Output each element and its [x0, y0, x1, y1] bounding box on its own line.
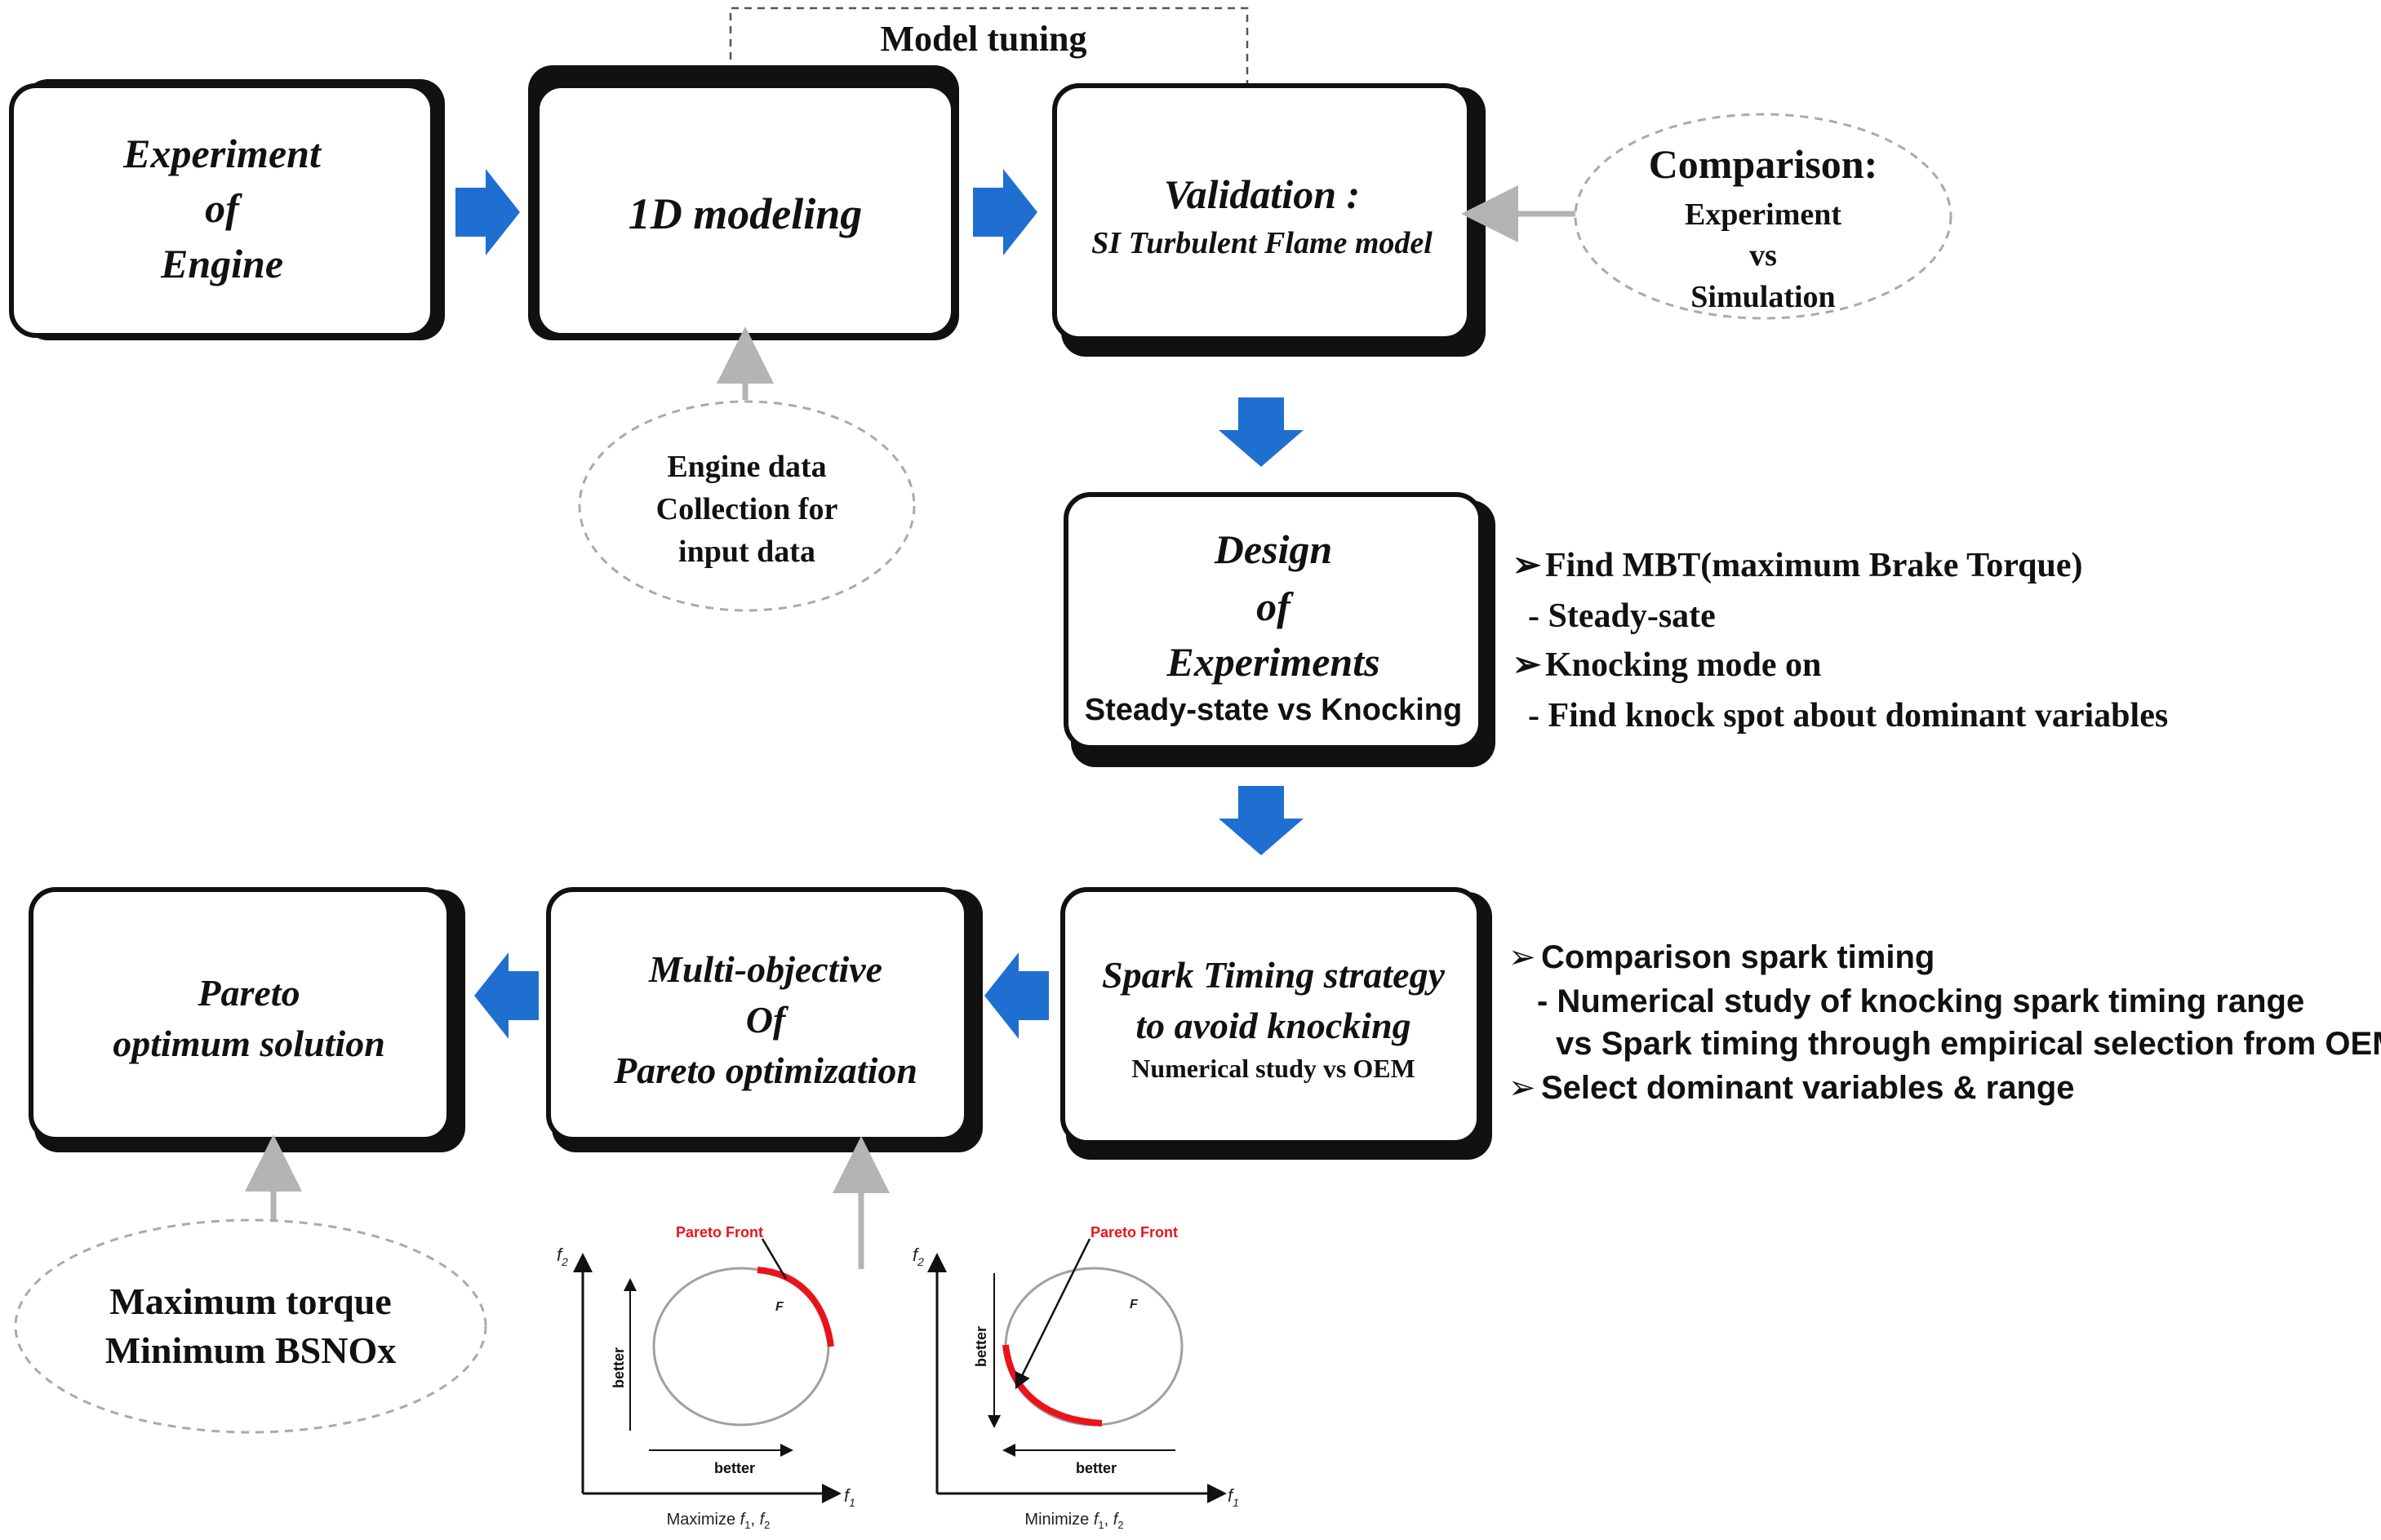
spark-note-4-text: Select dominant variables & range [1541, 1070, 2075, 1106]
experiment-line-1: Experiment [122, 131, 322, 176]
design-note-4-text: - Find knock spot about dominant variabl… [1528, 697, 2168, 734]
plot1-y-axis-label: f2 [557, 1245, 568, 1268]
plot2-point-label: F [1130, 1298, 1139, 1311]
arrow-right-1 [455, 169, 520, 255]
engine-data-line-2: Collection for [656, 492, 838, 526]
flow-arrows [455, 169, 1304, 1039]
design-line-1: Design [1214, 526, 1332, 572]
plot1-x-better: better [714, 1460, 755, 1476]
model-tuning-label: Model tuning [880, 19, 1086, 59]
comparison-line-3: Simulation [1690, 280, 1835, 314]
comparison-line-1: Experiment [1685, 197, 1841, 232]
experiment-of-engine-box: Experiment of Engine [9, 79, 445, 340]
design-line-3: Experiments [1166, 639, 1379, 685]
comparison-oval: Comparison: Experiment vs Simulation [1574, 113, 1952, 320]
validation-subtitle: SI Turbulent Flame model [1091, 226, 1433, 260]
multi-line-1: Multi-objective [648, 948, 882, 990]
arrow-right-2 [973, 169, 1037, 255]
feed-arrows [245, 185, 1575, 1269]
plot2-x-better: better [1076, 1460, 1117, 1476]
1d-modeling-label: 1D modeling [629, 189, 863, 238]
design-of-experiments-box: Design of Experiments Steady-state vs Kn… [1064, 492, 1495, 767]
design-note-1-bullet: ➢ [1513, 547, 1542, 584]
design-note-3-text: Knocking mode on [1545, 646, 1821, 684]
spark-note-3-text: vs Spark timing through empirical select… [1556, 1026, 2381, 1062]
1d-modeling-box: 1D modeling [528, 65, 959, 340]
spark-line-1: Spark Timing strategy [1102, 954, 1446, 996]
multi-line-2: Of [746, 999, 789, 1041]
plot2-pareto-front-pointer [1015, 1238, 1091, 1390]
spark-note-1-text: Comparison spark timing [1541, 939, 1935, 975]
design-subtitle: Steady-state vs Knocking [1085, 693, 1462, 727]
multi-line-3: Pareto optimization [613, 1050, 917, 1091]
pareto-solution-box: Pareto optimum solution [29, 887, 465, 1152]
pareto-line-1: Pareto [197, 972, 300, 1014]
plot1-point-label: F [775, 1300, 784, 1314]
objectives-line-2: Minimum BSNOx [105, 1329, 397, 1371]
plot2-x-axis-label: f1 [1228, 1485, 1239, 1509]
plot2-caption: Minimize f1, f2 [1024, 1511, 1123, 1531]
plot1-x-axis-label: f1 [844, 1485, 855, 1509]
spark-line-2: to avoid knocking [1135, 1005, 1410, 1046]
plot1-pareto-front-label: Pareto Front [676, 1224, 763, 1240]
plot2-pareto-front-curve [1002, 1344, 1103, 1427]
validation-box: Validation : SI Turbulent Flame model [1052, 83, 1486, 357]
plot1-pareto-front-pointer [761, 1238, 788, 1280]
design-notes: ➢ Find MBT(maximum Brake Torque) - Stead… [1513, 547, 2168, 734]
arrow-left-1 [984, 952, 1049, 1039]
pareto-line-2: optimum solution [113, 1023, 385, 1064]
pareto-plot-minimize: f2 f1 better better Pareto Front F Minim… [913, 1224, 1239, 1531]
design-note-3-bullet: ➢ [1513, 646, 1542, 684]
engine-data-oval: Engine data Collection for input data [578, 400, 916, 612]
spark-note-4-bullet: ➢ [1508, 1070, 1536, 1106]
arrow-down-2 [1219, 786, 1304, 855]
design-note-2-text: - Steady-sate [1528, 597, 1716, 635]
pareto-plot-maximize: f2 f1 better better Pareto Front F Maxim… [557, 1224, 855, 1531]
experiment-line-2: of [205, 185, 242, 231]
model-tuning-loop: Model tuning [722, 7, 1249, 87]
validation-title: Validation : [1164, 171, 1360, 217]
engine-data-line-1: Engine data [667, 450, 826, 484]
design-note-1-text: Find MBT(maximum Brake Torque) [1545, 547, 2082, 584]
plot1-pareto-front-curve [757, 1267, 834, 1347]
arrow-down-1 [1219, 397, 1304, 467]
spark-note-1-bullet: ➢ [1508, 939, 1536, 975]
spark-notes: ➢ Comparison spark timing - Numerical st… [1508, 939, 2381, 1106]
plot1-caption: Maximize f1, f2 [667, 1511, 771, 1531]
engine-data-line-3: input data [678, 535, 815, 569]
spark-subtitle: Numerical study vs OEM [1131, 1054, 1415, 1083]
plot2-pareto-front-label: Pareto Front [1091, 1224, 1178, 1240]
arrow-left-2 [474, 952, 539, 1039]
plot2-y-better: better [973, 1326, 989, 1367]
spark-timing-box: Spark Timing strategy to avoid knocking … [1060, 887, 1492, 1160]
multi-objective-box: Multi-objective Of Pareto optimization [546, 887, 983, 1152]
comparison-line-2: vs [1749, 238, 1777, 273]
objectives-line-1: Maximum torque [109, 1280, 391, 1322]
plot1-y-better: better [611, 1347, 627, 1388]
spark-note-2-text: - Numerical study of knocking spark timi… [1537, 983, 2304, 1019]
experiment-line-3: Engine [160, 241, 283, 286]
design-line-2: of [1256, 584, 1294, 629]
plot2-y-axis-label: f2 [913, 1245, 924, 1268]
comparison-title: Comparison: [1649, 141, 1878, 187]
objectives-oval: Maximum torque Minimum BSNOx [14, 1218, 487, 1434]
